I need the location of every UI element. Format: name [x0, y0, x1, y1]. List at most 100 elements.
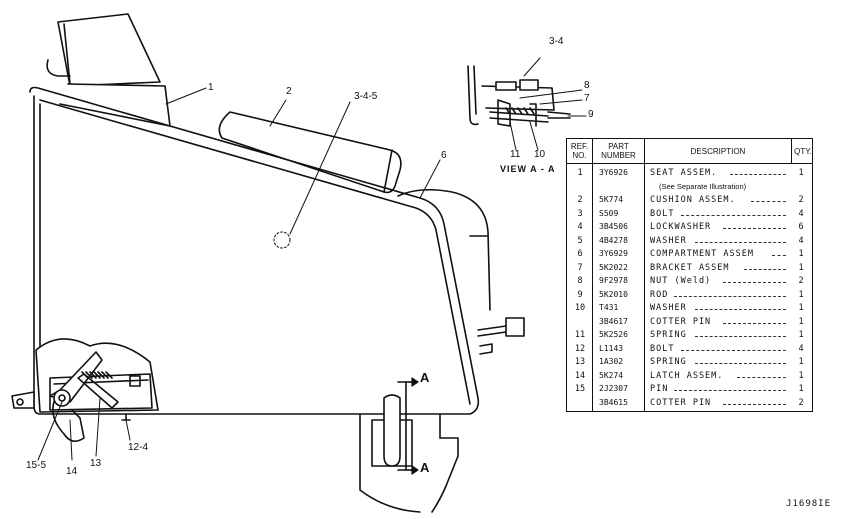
ref-no-cell: 13 — [574, 357, 586, 367]
part-number-cell: 5K2022 — [599, 262, 628, 272]
part-number-cell: 3Y6926 — [599, 168, 628, 177]
callout-10: 10 — [534, 149, 546, 160]
latch-assembly — [11, 338, 159, 442]
leader-dots — [737, 376, 786, 378]
ref-no-cell: 15 — [574, 384, 586, 394]
seat-assembly — [46, 13, 171, 127]
callout-3-4-view: 3-4 — [549, 36, 564, 47]
description-cell: BOLT — [650, 208, 675, 219]
qty-cell: 1 — [798, 289, 804, 300]
qty-cell: 1 — [798, 330, 804, 340]
leader-dots — [681, 349, 786, 351]
callout-12-4: 12-4 — [128, 442, 149, 453]
description-cell: ROD — [650, 289, 669, 300]
leader-lines — [37, 87, 441, 461]
part-number-cell: 2J2307 — [599, 384, 628, 393]
qty-cell: 1 — [798, 357, 804, 367]
description-cell: WASHER — [650, 235, 687, 246]
section-mark-top: A — [420, 370, 430, 385]
part-number-cell: 4B4278 — [599, 235, 628, 245]
part-number-cell: L1143 — [599, 343, 624, 353]
section-mark-bottom: A — [420, 460, 430, 475]
description-cell: SEAT ASSEM. — [650, 168, 718, 178]
section-arrows — [405, 377, 419, 475]
callout-2: 2 — [286, 86, 292, 97]
part-number-cell: 5K774 — [599, 195, 624, 204]
description-cell: BRACKET ASSEM — [650, 262, 730, 273]
part-number-cell: T431 — [599, 303, 619, 312]
view-a-a-detail — [467, 57, 587, 151]
ref-no-cell: 5 — [577, 235, 583, 246]
leader-dots — [695, 363, 786, 364]
part-number-cell: S509 — [599, 208, 619, 218]
description-cell: WASHER — [650, 303, 687, 313]
callout-9: 9 — [588, 109, 594, 120]
part-number-cell: 3Y6929 — [599, 249, 628, 258]
leader-dots — [674, 295, 786, 297]
ref-no-cell: 4 — [577, 222, 583, 232]
qty-cell: 2 — [798, 276, 804, 286]
ref-no-cell: 8 — [577, 276, 583, 286]
leader-dots — [723, 282, 786, 283]
callout-7: 7 — [584, 93, 590, 104]
description-cell: COTTER PIN — [650, 316, 712, 327]
qty-cell: 2 — [798, 195, 804, 205]
qty-cell: 1 — [798, 262, 804, 273]
qty-cell: 1 — [798, 316, 804, 327]
header-qty: QTY. — [794, 146, 812, 156]
description-cell: SPRING — [650, 357, 687, 367]
part-number-cell: 5K2010 — [599, 289, 628, 299]
leader-dots — [674, 390, 786, 391]
part-number-cell: 5K2526 — [599, 330, 628, 339]
leader-dots — [772, 255, 786, 256]
table-row: 7 5K2022 BRACKET ASSEM 1 — [567, 262, 812, 274]
table-divider — [644, 163, 645, 411]
callout-3-4-5: 3-4-5 — [354, 91, 378, 102]
description-cell: NUT (Weld) — [650, 276, 712, 286]
leader-dots — [695, 309, 786, 310]
ref-no-cell: 9 — [577, 289, 583, 300]
qty-cell: 1 — [798, 384, 804, 394]
qty-cell: 1 — [798, 370, 804, 381]
leader-dots — [723, 403, 786, 405]
part-number-cell: 3B4617 — [599, 316, 628, 326]
qty-cell: 4 — [798, 208, 804, 219]
ref-no-cell: 1 — [577, 168, 583, 178]
callout-11: 11 — [510, 149, 521, 160]
callout-1: 1 — [208, 82, 214, 93]
description-cell: (See Separate Illustration) — [659, 181, 747, 191]
callout-13: 13 — [90, 458, 102, 469]
qty-cell: 1 — [798, 249, 804, 259]
description-cell: PIN — [650, 384, 669, 394]
qty-cell: 1 — [798, 168, 804, 178]
part-number-cell: 9F2978 — [599, 276, 628, 285]
description-cell: COMPARTMENT ASSEM — [650, 249, 754, 259]
table-divider — [592, 163, 593, 411]
ref-no-cell: 7 — [577, 262, 583, 273]
leader-dots — [744, 268, 786, 270]
compartment-body — [29, 86, 525, 513]
table-row: (See Separate Illustration) — [567, 181, 812, 193]
table-row: 1 3Y6926 SEAT ASSEM. 1 — [567, 167, 812, 179]
table-row: 15 2J2307 PIN 1 — [567, 383, 812, 395]
header-ref-no: REF. NO. — [567, 139, 593, 163]
callout-8: 8 — [584, 80, 590, 91]
part-number-cell: 5K274 — [599, 370, 624, 380]
table-row: 8 9F2978 NUT (Weld) 2 — [567, 275, 812, 287]
header-description: DESCRIPTION — [645, 139, 792, 163]
leader-dots — [695, 241, 786, 243]
part-number-cell: 3B4506 — [599, 222, 628, 231]
leader-dots — [681, 214, 786, 216]
figure-code: J1698IE — [786, 499, 831, 509]
cushion-assembly — [218, 111, 402, 194]
